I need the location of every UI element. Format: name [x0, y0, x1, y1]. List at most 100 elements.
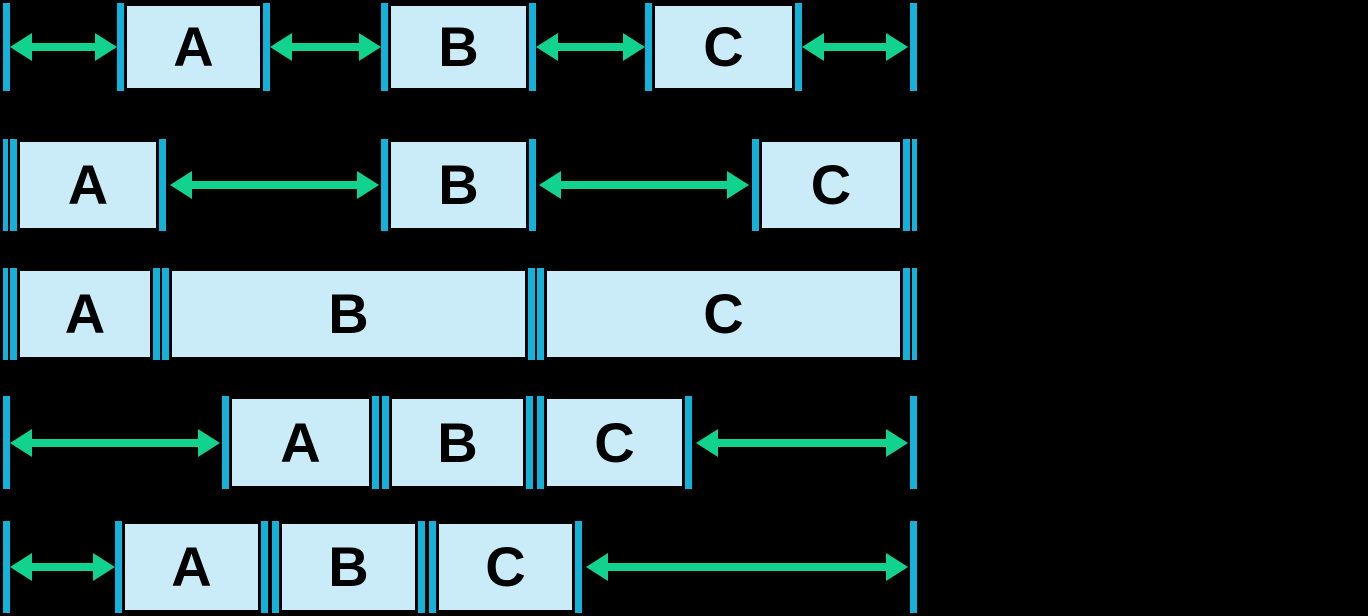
container-edge-bar-right [910, 521, 917, 613]
item-edge-bar [418, 521, 425, 613]
gap-arrow-icon [802, 32, 908, 62]
flex-item-c: C [645, 3, 802, 91]
item-body: B [279, 521, 418, 613]
item-edge-bar [429, 521, 436, 613]
item-edge-bar [263, 3, 270, 91]
item-label: B [438, 15, 479, 78]
item-edge-bar [645, 3, 652, 91]
arrow-shaft [26, 563, 99, 571]
item-label: C [594, 410, 635, 474]
flex-item-b: B [381, 3, 536, 91]
item-label: A [280, 410, 321, 474]
item-label: A [64, 282, 106, 345]
container-edge-bar-left [3, 268, 8, 360]
flex-item-b: B [162, 268, 535, 360]
item-label: B [438, 153, 479, 216]
item-edge-bar [903, 139, 910, 231]
item-edge-bar [222, 396, 229, 489]
flex-item-a: A [115, 521, 268, 613]
diagram-row-3: A B C [0, 268, 930, 360]
arrow-shaft [818, 43, 892, 51]
item-body: C [544, 396, 685, 489]
item-label: C [703, 282, 744, 345]
item-edge-bar [115, 521, 122, 613]
arrow-shaft [26, 438, 204, 447]
container-edge-bar-left [3, 396, 10, 489]
container-edge-bar-right [912, 139, 917, 231]
flex-item-c: C [537, 396, 692, 489]
item-body: A [229, 396, 372, 489]
gap-arrow-icon [696, 428, 908, 458]
item-edge-bar [537, 268, 544, 360]
item-label: C [485, 535, 526, 598]
item-body: A [124, 3, 263, 91]
gap-arrow-icon [539, 170, 749, 200]
item-body: B [388, 3, 529, 91]
item-edge-bar [575, 521, 582, 613]
gap-arrow-icon [10, 552, 115, 582]
flex-item-c: C [752, 139, 910, 231]
arrow-shaft [286, 43, 365, 51]
item-edge-bar [529, 139, 536, 231]
diagram-row-1: A B C [0, 3, 930, 91]
container-edge-bar-left [3, 521, 10, 613]
item-edge-bar [261, 521, 268, 613]
container-edge-bar-left [3, 139, 8, 231]
item-edge-bar [10, 268, 17, 360]
gap-arrow-icon [10, 428, 220, 458]
item-label: C [703, 15, 744, 78]
flex-item-c: C [537, 268, 910, 360]
diagram-row-2: A B C [0, 139, 930, 231]
item-edge-bar [117, 3, 124, 91]
arrow-shaft [712, 438, 892, 447]
item-edge-bar [382, 396, 389, 489]
item-edge-bar [272, 521, 279, 613]
item-edge-bar [529, 3, 536, 91]
item-body: A [122, 521, 261, 613]
container-edge-bar-right [910, 396, 917, 489]
item-body: A [17, 268, 153, 360]
item-label: B [328, 535, 369, 598]
flex-item-b: B [381, 139, 536, 231]
arrow-shaft [186, 181, 363, 189]
arrow-shaft [602, 563, 892, 571]
gap-arrow-icon [170, 170, 379, 200]
flex-item-b: B [382, 396, 533, 489]
arrow-shaft [26, 43, 101, 51]
item-edge-bar [381, 139, 388, 231]
flex-item-a: A [117, 3, 270, 91]
item-edge-bar [528, 268, 535, 360]
diagram-row-4: A B C [0, 396, 930, 489]
item-edge-bar [159, 139, 166, 231]
diagram-row-5: A B C [0, 521, 930, 613]
item-edge-bar [526, 396, 533, 489]
arrow-shaft [555, 181, 733, 189]
item-body: C [544, 268, 903, 360]
flex-item-a: A [222, 396, 379, 489]
container-edge-bar-right [912, 268, 917, 360]
flex-item-a: A [10, 268, 160, 360]
gap-arrow-icon [536, 32, 645, 62]
item-edge-bar [537, 396, 544, 489]
item-edge-bar [903, 268, 910, 360]
container-edge-bar-left [3, 3, 10, 91]
item-edge-bar [10, 139, 17, 231]
item-body: C [759, 139, 903, 231]
item-label: A [173, 15, 214, 78]
item-label: B [437, 410, 478, 474]
gap-arrow-icon [270, 32, 381, 62]
container-edge-bar-right [910, 3, 917, 91]
flex-item-b: B [272, 521, 425, 613]
gap-arrow-icon [10, 32, 117, 62]
item-edge-bar [685, 396, 692, 489]
item-body: C [436, 521, 575, 613]
flex-item-a: A [10, 139, 166, 231]
item-label: A [171, 535, 212, 598]
item-edge-bar [381, 3, 388, 91]
arrow-shaft [552, 43, 629, 51]
item-body: B [388, 139, 529, 231]
item-label: B [328, 282, 369, 345]
item-edge-bar [752, 139, 759, 231]
gap-arrow-icon [586, 552, 908, 582]
